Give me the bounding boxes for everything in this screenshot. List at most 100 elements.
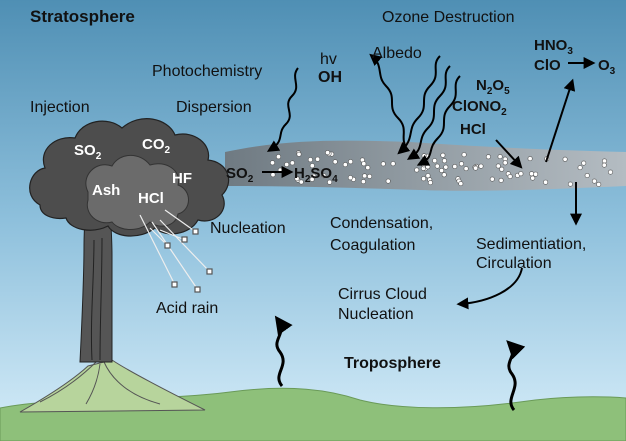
aerosol-particle xyxy=(498,177,504,183)
ozone-up-arrow xyxy=(545,78,576,163)
h2so4-formula: H2SO4 xyxy=(294,165,338,185)
albedo-arrow-1 xyxy=(397,55,441,155)
aerosol-particles xyxy=(269,150,613,187)
aerosol-particle xyxy=(327,179,333,185)
process-arrows xyxy=(262,57,596,310)
aerosol-particle xyxy=(275,154,281,160)
aerosol-particle xyxy=(507,174,513,180)
albedo-arrow-up xyxy=(369,53,409,151)
aerosol-particle xyxy=(562,156,568,162)
hno3-formula: HNO3 xyxy=(534,37,573,57)
troposphere-label: Troposphere xyxy=(344,355,441,372)
acid-rain-drops xyxy=(139,209,213,293)
aerosol-particle xyxy=(441,172,447,178)
aerosol-particle xyxy=(439,168,445,174)
plume-inner xyxy=(85,154,189,230)
aerosol-particle xyxy=(591,178,597,184)
aerosol-particle xyxy=(452,164,458,170)
circulation-label: Circulation xyxy=(476,255,552,272)
aerosol-particle xyxy=(458,181,464,187)
albedo-label: Albedo xyxy=(372,45,422,62)
aerosol-particle xyxy=(365,165,371,171)
aerosol-particle xyxy=(296,151,302,157)
column-streaks xyxy=(90,237,103,361)
aerosol-particle xyxy=(485,154,491,160)
aerosol-particle xyxy=(567,181,573,187)
aerosol-particle xyxy=(495,163,501,169)
photochemistry-label: Photochemistry xyxy=(152,63,262,80)
aerosol-particle xyxy=(543,179,549,185)
aerosol-particle xyxy=(596,181,602,187)
plume-ash-label: Ash xyxy=(92,182,120,199)
aerosol-particle xyxy=(307,157,313,163)
aerosol-particle xyxy=(367,173,373,179)
aerosol-particle xyxy=(527,156,533,162)
aerosol-particle xyxy=(577,165,583,171)
aerosol-particle xyxy=(473,165,479,171)
aerosol-particle xyxy=(443,164,449,170)
aerosol-particle xyxy=(348,159,354,165)
aerosol-particle xyxy=(499,166,505,172)
o3-formula: O3 xyxy=(598,57,616,77)
aerosol-particle xyxy=(390,161,396,167)
n2o5-formula: N2O5 xyxy=(476,77,510,97)
dispersion-label: Dispersion xyxy=(176,99,252,116)
nucleation-label: Nucleation xyxy=(210,220,286,237)
plume-hcl-label: HCl xyxy=(138,190,164,207)
coagulation-label: Coagulation xyxy=(330,237,415,254)
aerosol-particle xyxy=(315,156,321,162)
aerosol-particle xyxy=(361,161,367,167)
aerosol-particle xyxy=(478,163,484,169)
plume-co2-label: CO2 xyxy=(142,136,171,156)
aerosol-particle xyxy=(434,163,440,169)
aerosol-particle xyxy=(309,163,315,169)
upwelling-arrows xyxy=(274,315,526,411)
aerosol-particle xyxy=(294,176,300,182)
aerosol-particle xyxy=(427,180,433,186)
chlorine-to-band-arrow xyxy=(495,139,523,169)
aerosol-particle xyxy=(584,173,590,179)
aerosol-particle xyxy=(360,179,366,185)
plume-hf-label: HF xyxy=(172,170,192,187)
volcano-ridges xyxy=(39,361,161,405)
condensation-label: Condensation, xyxy=(330,215,433,232)
stratosphere-label: Stratosphere xyxy=(30,7,135,26)
aerosol-particle xyxy=(309,176,315,182)
cirrus-nucleation-label: Nucleation xyxy=(338,306,414,323)
hv-label: hv xyxy=(320,51,337,68)
aerosol-particle xyxy=(298,179,304,185)
plume-so2-label: SO2 xyxy=(74,142,102,162)
photochemistry-arrow xyxy=(266,67,299,152)
aerosol-particle xyxy=(461,152,467,158)
aerosol-particle xyxy=(362,173,368,179)
to-cirrus-arrow xyxy=(456,267,523,310)
injection-label: Injection xyxy=(30,99,90,116)
aerosol-particle xyxy=(325,150,331,156)
aerosol-particle xyxy=(581,160,587,166)
albedo-arrow-2 xyxy=(406,65,451,160)
aerosol-particle xyxy=(380,161,386,167)
aerosol-particle xyxy=(529,171,535,177)
aerosol-particle xyxy=(270,172,276,178)
aerosol-particle xyxy=(441,158,447,164)
aerosol-particle xyxy=(518,171,524,177)
aerosol-particle xyxy=(607,169,613,175)
aerosol-particle xyxy=(332,159,338,165)
aerosol-particle xyxy=(458,161,464,167)
so2-formula: SO2 xyxy=(226,165,254,185)
aerosol-particle xyxy=(269,160,275,166)
aerosol-particle xyxy=(497,154,503,160)
clo-formula: ClO xyxy=(534,57,561,74)
hcl-formula: HCl xyxy=(460,121,486,138)
radiation-arrows xyxy=(266,53,461,166)
aerosol-particle xyxy=(440,152,446,158)
aerosol-particle xyxy=(347,175,353,181)
aerosol-particle xyxy=(289,160,295,166)
aerosol-particle xyxy=(489,176,495,182)
aerosol-particle xyxy=(385,178,391,184)
aerosol-particle xyxy=(463,166,469,172)
aerosol-particle xyxy=(421,176,427,182)
oh-label: OH xyxy=(318,69,342,86)
